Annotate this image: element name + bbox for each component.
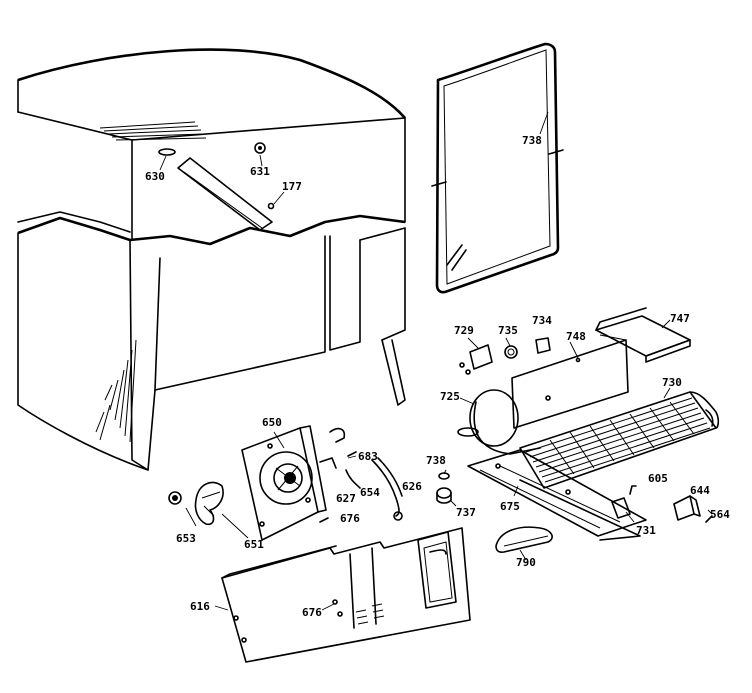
label-630: 630: [145, 170, 165, 183]
label-790: 790: [516, 556, 536, 569]
label-627: 627: [336, 492, 356, 505]
label-734: 734: [532, 314, 552, 327]
label-616: 616: [190, 600, 210, 613]
label-738-grommet: 738: [426, 454, 446, 467]
label-177: 177: [282, 180, 302, 193]
label-748: 748: [566, 330, 586, 343]
label-735: 735: [498, 324, 518, 337]
label-675: 675: [500, 500, 520, 513]
door-gasket-drawing: [431, 42, 564, 294]
label-654: 654: [360, 486, 380, 499]
label-676-fan: 676: [340, 512, 360, 525]
label-737: 737: [456, 506, 476, 519]
label-676-panel: 676: [302, 606, 322, 619]
label-725: 725: [440, 390, 460, 403]
label-631: 631: [250, 165, 270, 178]
label-564: 564: [710, 508, 730, 521]
cabinet-drawing: [17, 48, 406, 471]
back-panel-drawing: [214, 527, 471, 663]
label-626: 626: [402, 480, 422, 493]
label-747: 747: [670, 312, 690, 325]
label-730: 730: [662, 376, 682, 389]
label-729: 729: [454, 324, 474, 337]
label-653: 653: [176, 532, 196, 545]
label-683: 683: [358, 450, 378, 463]
label-644: 644: [690, 484, 710, 497]
part-labels: 630 631 177 738 729 735 734 748 747 725 …: [145, 134, 730, 619]
label-650: 650: [262, 416, 282, 429]
fan-motor-assembly-drawing: [168, 425, 403, 541]
label-651: 651: [244, 538, 264, 551]
compressor-assembly-drawing: [436, 307, 720, 561]
label-738-gasket: 738: [522, 134, 542, 147]
label-605: 605: [648, 472, 668, 485]
label-731: 731: [636, 524, 656, 537]
